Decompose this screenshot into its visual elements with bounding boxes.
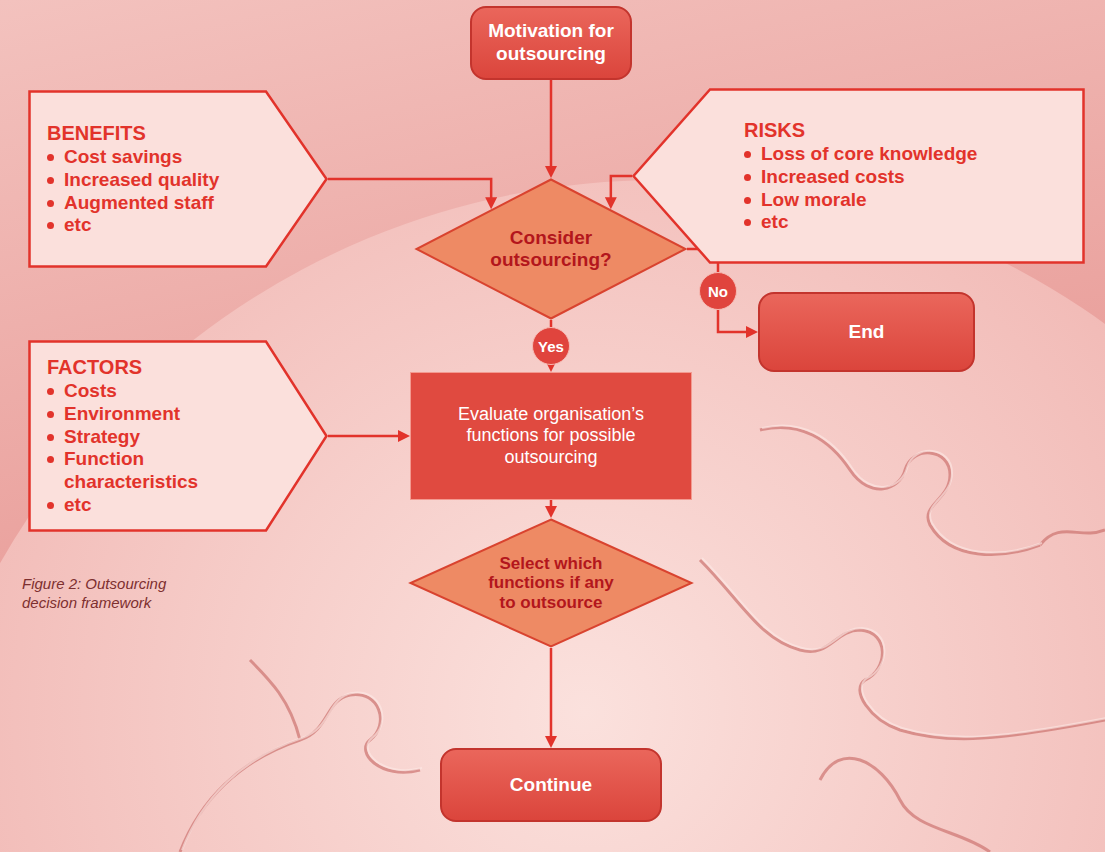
bullet-item: Function characteristics	[64, 448, 254, 494]
bullet-row: etc	[47, 214, 254, 237]
figure-caption: Figure 2: Outsourcing decision framework	[22, 575, 202, 613]
panel-heading: FACTORS	[47, 355, 254, 380]
bullet-row: Strategy	[47, 426, 254, 449]
node-content: BENEFITSCost savingsIncreased qualityAug…	[28, 109, 328, 249]
bullet-row: etc	[47, 494, 254, 517]
bullet-dot	[47, 154, 54, 161]
node-content: FACTORSCostsEnvironmentStrategyFunction …	[28, 343, 328, 529]
edge-label: Yes	[538, 338, 564, 355]
flow-arrow	[550, 500, 553, 510]
decision-diamond: Consider outsourcing?	[415, 178, 687, 320]
shape-outline	[30, 342, 327, 531]
bullet-dot	[47, 502, 54, 509]
panel-heading: BENEFITS	[47, 121, 254, 146]
bullet-row: etc	[744, 211, 1065, 234]
continue-box: Continue	[440, 748, 662, 822]
start-box: Motivation for outsourcing	[470, 6, 632, 80]
bullet-dot	[47, 388, 54, 395]
label-badge: No	[699, 272, 737, 310]
text-line: End	[777, 321, 957, 344]
text-line: Consider outsourcing?	[483, 227, 619, 271]
bullet-row: Costs	[47, 380, 254, 403]
bullet-item: Loss of core knowledge	[761, 143, 1065, 166]
bullet-item: Strategy	[64, 426, 254, 449]
bullet-row: Increased quality	[47, 169, 254, 192]
bullet-item: etc	[64, 214, 254, 237]
flow-arrow	[328, 435, 402, 438]
text-line: Evaluate organisation’s functions for po…	[435, 404, 667, 469]
bullet-row: Environment	[47, 403, 254, 426]
bullet-row: Cost savings	[47, 146, 254, 169]
bullet-dot	[47, 200, 54, 207]
shape-outline	[417, 180, 686, 319]
text-line: Continue	[461, 774, 641, 797]
flow-arrow	[550, 80, 553, 170]
node-content: Motivation for outsourcing	[484, 20, 618, 66]
bullet-dot	[744, 151, 751, 158]
node-content: Consider outsourcing?	[483, 227, 619, 271]
bullet-dot	[744, 219, 751, 226]
factors-panel: FACTORSCostsEnvironmentStrategyFunction …	[28, 340, 328, 532]
node-content: Evaluate organisation’s functions for po…	[435, 404, 667, 469]
bullet-row: Function characteristics	[47, 448, 254, 494]
decision-text: Select which functions if any to outsour…	[488, 554, 614, 612]
globe	[0, 180, 1105, 852]
shape-outline	[30, 92, 327, 267]
bullet-row: Increased costs	[744, 166, 1065, 189]
flow-arrow	[550, 648, 553, 740]
bullet-item: etc	[64, 494, 254, 517]
bullet-dot	[47, 177, 54, 184]
flow-arrow	[328, 179, 491, 201]
box-label: Continue	[510, 774, 592, 795]
shape-outline	[634, 90, 1084, 263]
caption-block: Figure 2: Outsourcing decision framework	[22, 575, 202, 613]
panel-heading: RISKS	[744, 118, 1065, 143]
bullet-row: Augmented staff	[47, 192, 254, 215]
end-box: End	[758, 292, 975, 372]
bullet-item: Costs	[64, 380, 254, 403]
label-badge: Yes	[532, 327, 570, 365]
bullet-item: Increased costs	[761, 166, 1065, 189]
flow-arrow	[611, 176, 632, 201]
box-label: End	[849, 321, 885, 342]
node-content: End	[777, 321, 957, 344]
node-content: Select which functions if any to outsour…	[480, 554, 622, 613]
bullet-item: etc	[761, 211, 1065, 234]
bullet-dot	[744, 197, 751, 204]
shape-outline	[411, 520, 692, 647]
decision-text: Consider outsourcing?	[490, 227, 611, 270]
bullet-dot	[744, 174, 751, 181]
bullet-item: Low morale	[761, 189, 1065, 212]
bullet-item: Environment	[64, 403, 254, 426]
bullet-dot	[47, 222, 54, 229]
risks-panel: RISKSLoss of core knowledgeIncreased cos…	[632, 88, 1085, 264]
edge-label: No	[708, 283, 728, 300]
bullet-dot	[47, 434, 54, 441]
bullet-item: Increased quality	[64, 169, 254, 192]
process-box: Evaluate organisation’s functions for po…	[410, 372, 692, 500]
node-content: Continue	[461, 774, 641, 797]
bullet-row: Low morale	[744, 189, 1065, 212]
bullet-dot	[47, 456, 54, 463]
text-line: Select which functions if any to outsour…	[480, 554, 622, 613]
node-content: RISKSLoss of core knowledgeIncreased cos…	[632, 106, 1085, 246]
box-label: Motivation for outsourcing	[488, 20, 614, 64]
bullet-row: Loss of core knowledge	[744, 143, 1065, 166]
box-label: Evaluate organisation’s functions for po…	[458, 404, 644, 467]
bullet-item: Cost savings	[64, 146, 254, 169]
bullet-item: Augmented staff	[64, 192, 254, 215]
bullet-dot	[47, 411, 54, 418]
decision-diamond: Select which functions if any to outsour…	[409, 518, 693, 648]
benefits-panel: BENEFITSCost savingsIncreased qualityAug…	[28, 90, 328, 268]
text-line: Motivation for outsourcing	[484, 20, 618, 66]
